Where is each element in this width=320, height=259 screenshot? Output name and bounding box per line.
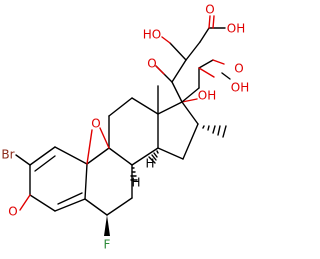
bond-c21-ch2-top bbox=[185, 41, 201, 61]
bond-c15-c14 bbox=[157, 147, 184, 160]
bond-c6-f-wedge bbox=[104, 215, 110, 236]
bond-c10-c1 bbox=[54, 146, 88, 165]
label-f: F bbox=[104, 238, 111, 252]
bond-c12-c13 bbox=[131, 97, 159, 115]
bond-c4-c5-double bbox=[57, 192, 83, 205]
bond-c5-c10 bbox=[84, 163, 88, 200]
bond-c1-c2 bbox=[29, 146, 56, 166]
label-o-ketone: O bbox=[147, 57, 156, 71]
bond-cooh-oh bbox=[221, 72, 231, 80]
bond-c6-c7 bbox=[106, 197, 133, 216]
label-oh-c17: OH bbox=[198, 89, 216, 103]
bond-cooh-oh-red bbox=[212, 59, 225, 65]
label-oh-top-acid: OH bbox=[227, 22, 245, 36]
bond-c9-epoxide-o bbox=[99, 127, 110, 149]
label-h-c14: H bbox=[145, 157, 154, 171]
bond-cooh-co-double bbox=[198, 67, 215, 78]
label-o-top-acid: O bbox=[205, 3, 214, 17]
bond-c10-epoxide-o bbox=[86, 129, 93, 165]
bond-ch2-cooh-top bbox=[199, 27, 210, 43]
bond-c5-c6 bbox=[84, 198, 108, 216]
chemical-structure: HO OH O O O OH OH O Br O F H H bbox=[1, 3, 249, 252]
bond-c20-o-red bbox=[155, 65, 165, 75]
bond-c3-c4 bbox=[29, 194, 56, 212]
label-br: Br bbox=[1, 148, 14, 162]
bonds bbox=[15, 15, 231, 236]
bond-c21-choh bbox=[169, 42, 187, 61]
bond-c16-c15 bbox=[182, 123, 199, 160]
bond-c1-c2-double bbox=[34, 155, 56, 172]
bond-c17-c16 bbox=[181, 101, 199, 125]
bond-cooh-top-o bbox=[208, 15, 211, 29]
bond-c17-c20 bbox=[171, 81, 183, 103]
label-h-c8: H bbox=[131, 176, 140, 190]
bond-c17-ch2 bbox=[181, 87, 200, 103]
bond-cooh-top-o-double bbox=[212, 15, 215, 29]
label-o-epoxide: O bbox=[91, 117, 100, 131]
molecule-drawing: HO OH O O O OH OH O Br O F H H bbox=[1, 3, 249, 252]
label-oh-side-acid: OH bbox=[231, 81, 249, 95]
bond-c8-c9 bbox=[108, 147, 133, 166]
label-o-side-acid: O bbox=[234, 62, 243, 76]
bond-c3-o bbox=[19, 194, 31, 211]
bond-c14-c8 bbox=[131, 147, 159, 166]
bond-choh-oh bbox=[161, 36, 171, 44]
bond-c4-c5 bbox=[54, 198, 86, 212]
atom-labels: HO OH O O O OH OH O Br O F H H bbox=[1, 3, 249, 252]
bond-c11-c12 bbox=[108, 97, 133, 117]
bond-c17-oh bbox=[181, 98, 198, 103]
bond-c16-methyl-hashed bbox=[202, 125, 227, 138]
label-o-c3: O bbox=[8, 205, 17, 219]
bond-c20-c21 bbox=[171, 59, 187, 83]
bond-cooh-c-o bbox=[198, 59, 214, 69]
bond-c8-h-hashed bbox=[130, 167, 138, 181]
bond-c2-br bbox=[15, 154, 31, 166]
label-ho-top: HO bbox=[143, 28, 161, 42]
bond-c14-h-hashed bbox=[148, 150, 159, 164]
bond-c9-c10 bbox=[86, 147, 110, 165]
bond-c13-c17 bbox=[157, 101, 183, 115]
